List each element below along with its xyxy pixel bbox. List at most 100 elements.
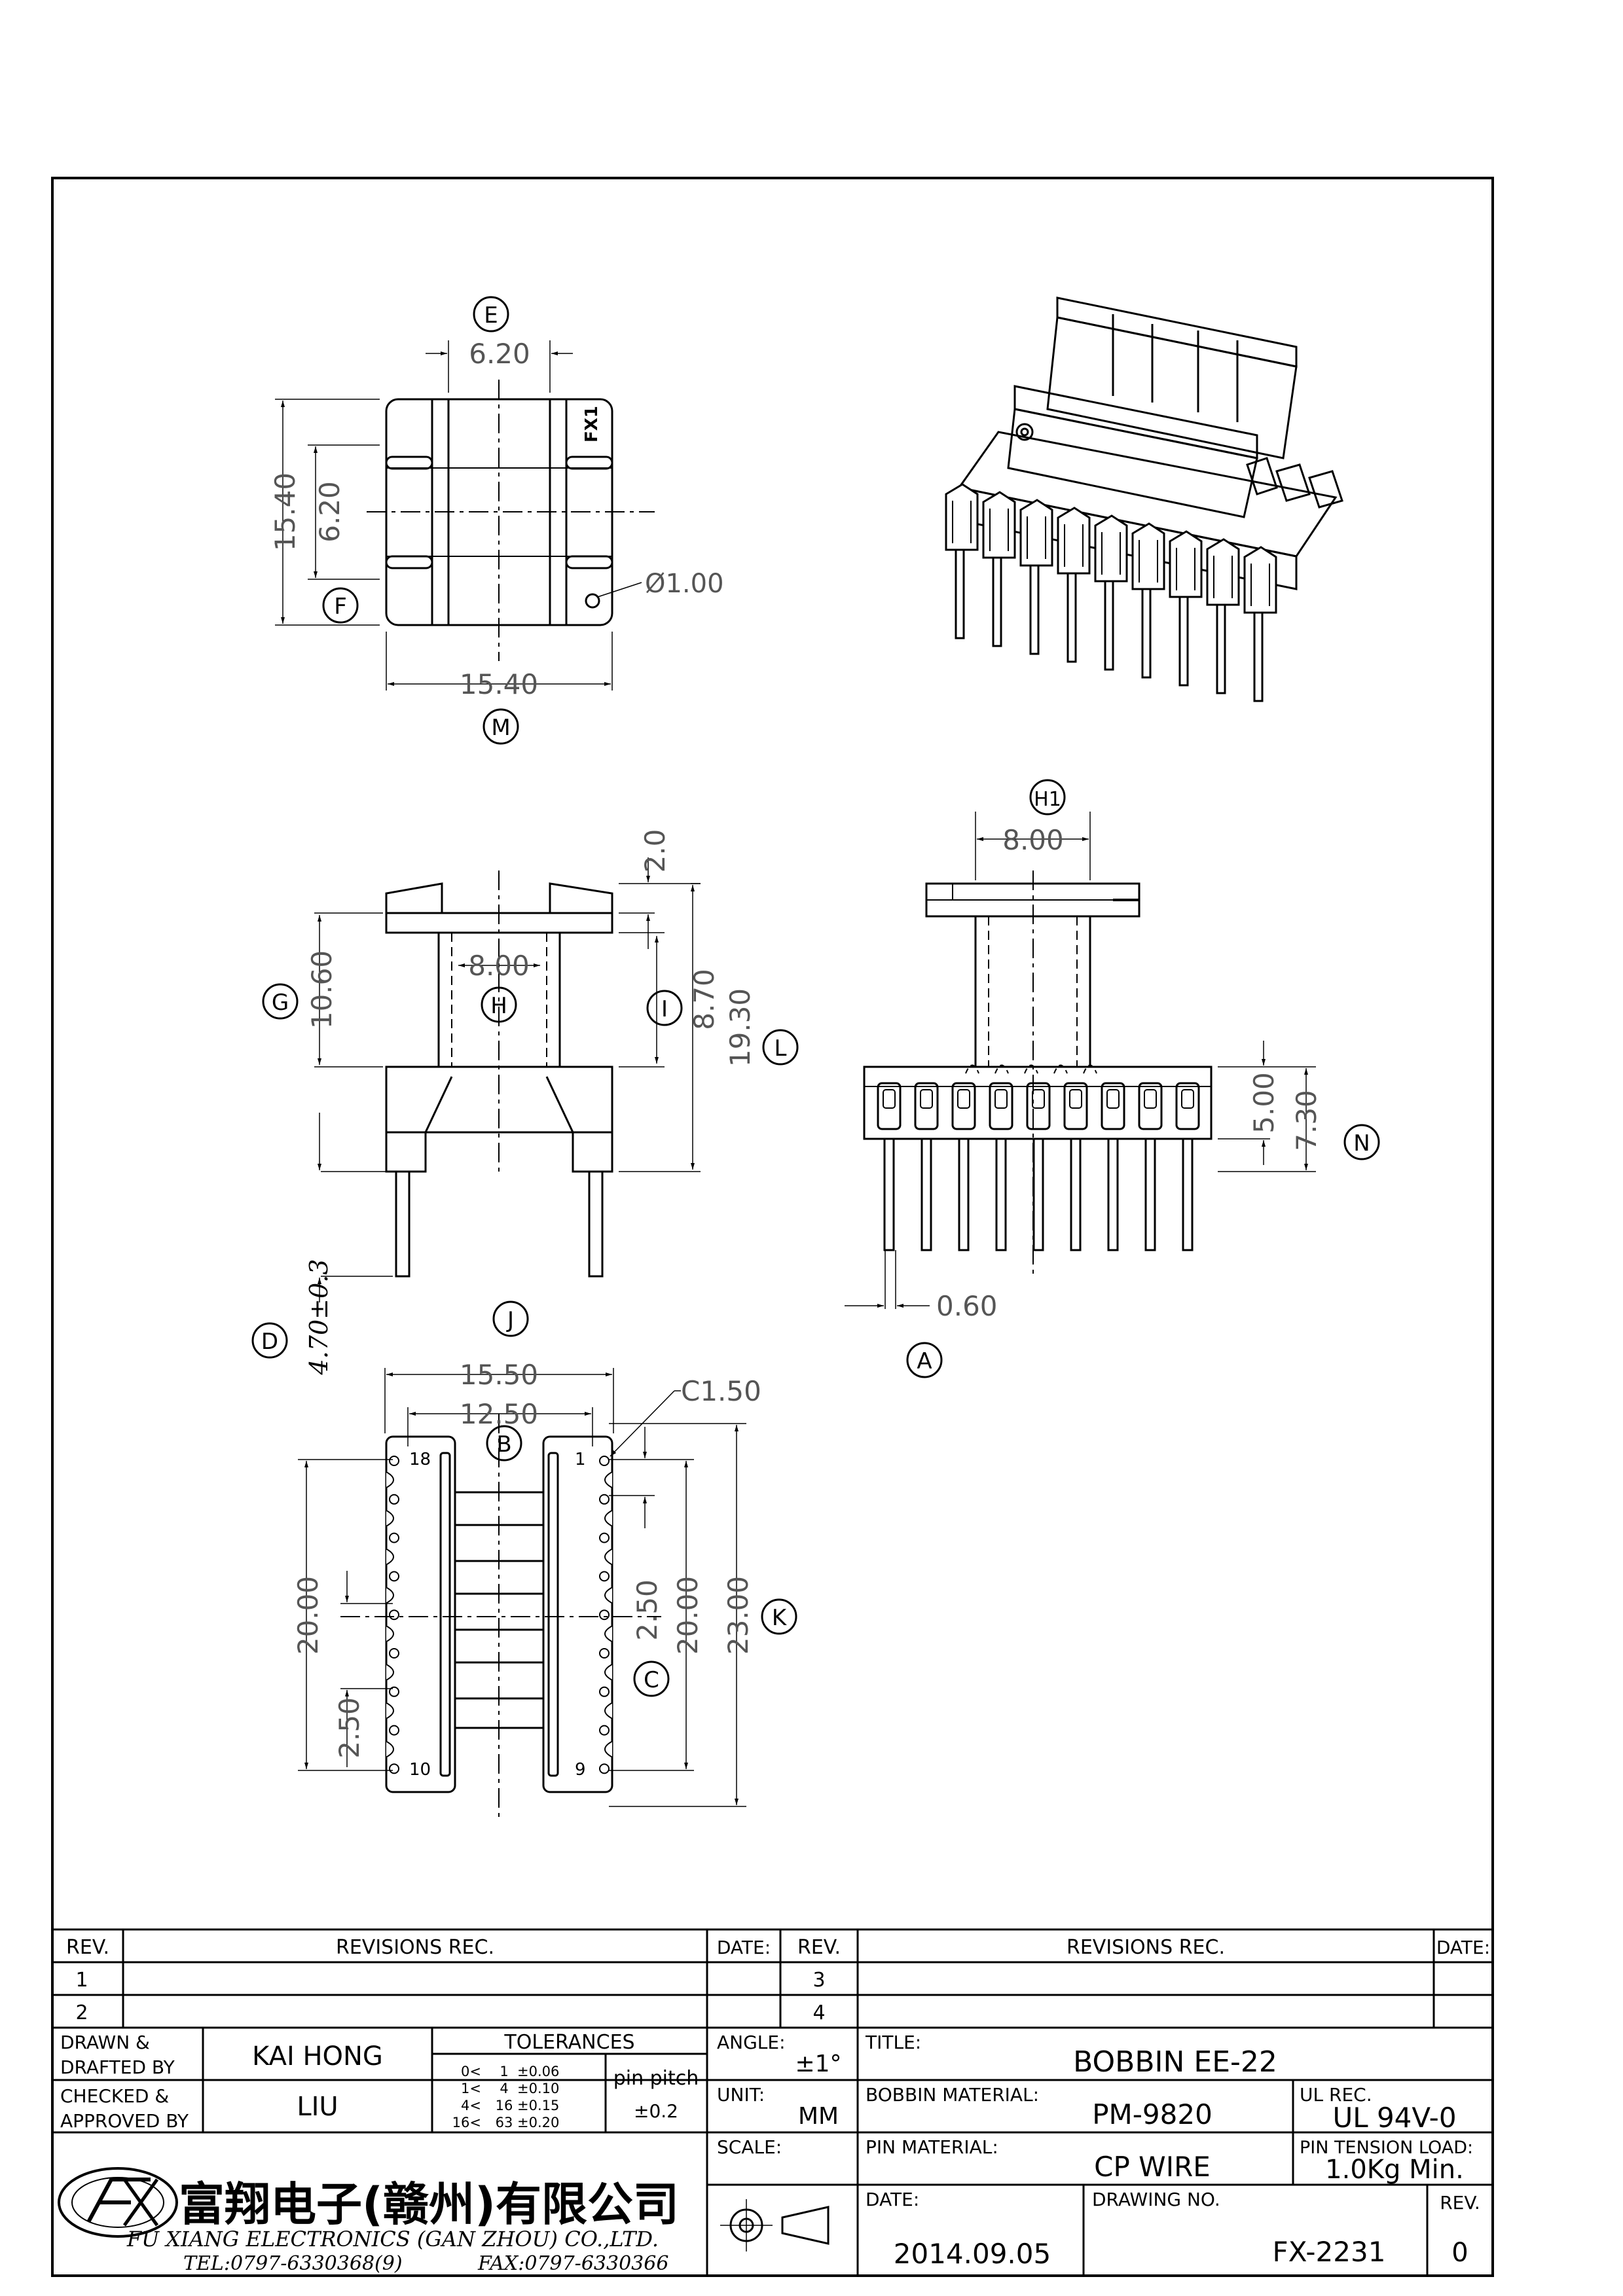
isometric-pins [945,483,1277,702]
date-value: 2014.09.05 [894,2238,1051,2270]
dim-top-hole: Ø1.00 [645,569,724,599]
rev-header-left: REV. [66,1936,109,1959]
unit-value: MM [798,2103,839,2130]
bottom-view-labels: J B C K 15.50 12.50 C1.50 20.00 2.50 2.5… [292,1300,797,1780]
iso-pin [1094,514,1128,671]
ul-label: UL REC. [1300,2084,1372,2106]
dim-bottom-pitch-left: 2.50 [333,1697,365,1759]
iso-pin [1057,507,1091,663]
iso-pin [982,491,1016,647]
date-header-left: DATE: [717,1937,771,1958]
tol-range-start: 4< [461,2098,481,2113]
dim-bottom-overall: 15.50 [460,1359,538,1391]
pin-pitch-label: pin pitch [613,2067,699,2090]
tol-range-end: 1 [500,2064,508,2079]
checked-label-1: CHECKED & [60,2085,169,2107]
drawn-label-2: DRAFTED BY [60,2056,175,2078]
tol-value: ±0.15 [517,2098,559,2113]
title-label: TITLE: [865,2032,921,2053]
checked-label-2: APPROVED BY [60,2110,189,2132]
rev-row-4: 4 [812,2001,825,2024]
iso-pin [1131,522,1165,679]
revision-table [52,1928,1493,2029]
tol-range-end: 63 [496,2115,513,2130]
dim-top-core-width: 6.20 [469,338,530,370]
drawn-by-value: KAI HONG [252,2041,383,2072]
dim-bottom-length: 23.00 [722,1576,754,1655]
drawing-no-value: FX-2231 [1273,2236,1386,2268]
rev-label: REV. [1440,2192,1480,2214]
tol-value: ±0.06 [517,2064,559,2079]
core-slot-hidden-line [1053,1064,1068,1074]
side-pin [989,1082,1013,1251]
pin-label-9: 9 [575,1760,586,1780]
iso-pin [1169,530,1203,687]
dim-side-base-total: 7.30 [1290,1090,1322,1151]
dim-front-flange: 2.0 [639,829,671,873]
front-view [314,857,701,1302]
dim-front-inner: 8.70 [688,969,720,1030]
pin-row [385,1435,456,1793]
rev-value: 0 [1451,2238,1468,2268]
core-slot-hidden-line [1083,1064,1097,1074]
tol-range-start: 1< [461,2081,481,2096]
callout-l: L [775,1035,787,1062]
top-view-labels: E F M 6.20 15.40 6.20 15.40 Ø1.00 FX1 [269,296,724,745]
unit-label: UNIT: [717,2084,765,2106]
core-slot-hidden-line [994,1064,1009,1074]
side-pin [1175,1082,1200,1251]
dim-bottom-pitch-right: 2.50 [631,1579,663,1641]
callout-a: A [917,1348,932,1374]
side-pin [951,1082,976,1251]
rev-header-right: REV. [797,1936,841,1959]
dim-side-base: 5.00 [1248,1072,1280,1134]
company-name-en: FU XIANG ELECTRONICS (GAN ZHOU) CO.,LTD. [126,2227,659,2251]
title-block-text: DRAWN & DRAFTED BY KAI HONG CHECKED & AP… [60,2031,1480,2275]
pin-label-18: 18 [409,1450,431,1469]
callout-h: H [490,993,507,1019]
dim-front-window: 10.60 [306,950,338,1029]
side-pin [1138,1082,1163,1251]
rev-row-1: 1 [75,1969,88,1992]
rec-header-left: REVISIONS REC. [336,1936,494,1959]
side-pin [1026,1082,1051,1251]
dim-top-height: 15.40 [269,473,301,551]
pin-row [542,1435,613,1793]
callout-f: F [334,594,347,620]
side-view-slots [877,1064,1200,1251]
callout-d: D [261,1329,278,1355]
callout-n: N [1353,1130,1370,1157]
core-slot-hidden-line [965,1064,979,1074]
tol-value: ±0.20 [517,2115,559,2130]
front-view-labels: G H I L D 2.0 8.00 10.60 8.70 19.30 4.70… [251,829,799,1376]
rec-header-right: REVISIONS REC. [1067,1936,1225,1959]
callout-k: K [772,1605,788,1631]
pin-pitch-value: ±0.2 [634,2100,678,2122]
side-pin [877,1082,902,1251]
iso-pin [1206,538,1240,694]
bobbin-material-value: PM-9820 [1092,2098,1213,2130]
tol-range-start: 0< [461,2064,481,2079]
side-view [845,812,1316,1309]
callout-h1: H1 [1034,788,1061,811]
title-block [52,2028,1493,2276]
side-pin [914,1082,939,1251]
tolerances-title: TOLERANCES [503,2031,634,2054]
dim-bottom-span-right: 20.00 [672,1576,704,1655]
dim-front-pin-length: 4.70±0.3 [304,1259,333,1376]
logo-mark: FX1 [582,406,602,442]
callout-c: C [644,1667,659,1693]
tol-range-end: 16 [496,2098,513,2113]
side-view-labels: H1 N A 8.00 5.00 7.30 0.60 [906,779,1380,1378]
scale-label: SCALE: [717,2136,782,2158]
dim-front-core: 8.00 [468,950,530,982]
tol-value: ±0.10 [517,2081,559,2096]
company-fax: FAX:0797-6330366 [477,2252,668,2275]
tol-range-start: 16< [452,2115,481,2130]
iso-pin [1019,499,1053,655]
rev-row-2: 2 [75,2001,88,2024]
bobbin-material-label: BOBBIN MATERIAL: [866,2084,1039,2106]
dim-bottom-chamfer: C1.50 [681,1375,761,1407]
